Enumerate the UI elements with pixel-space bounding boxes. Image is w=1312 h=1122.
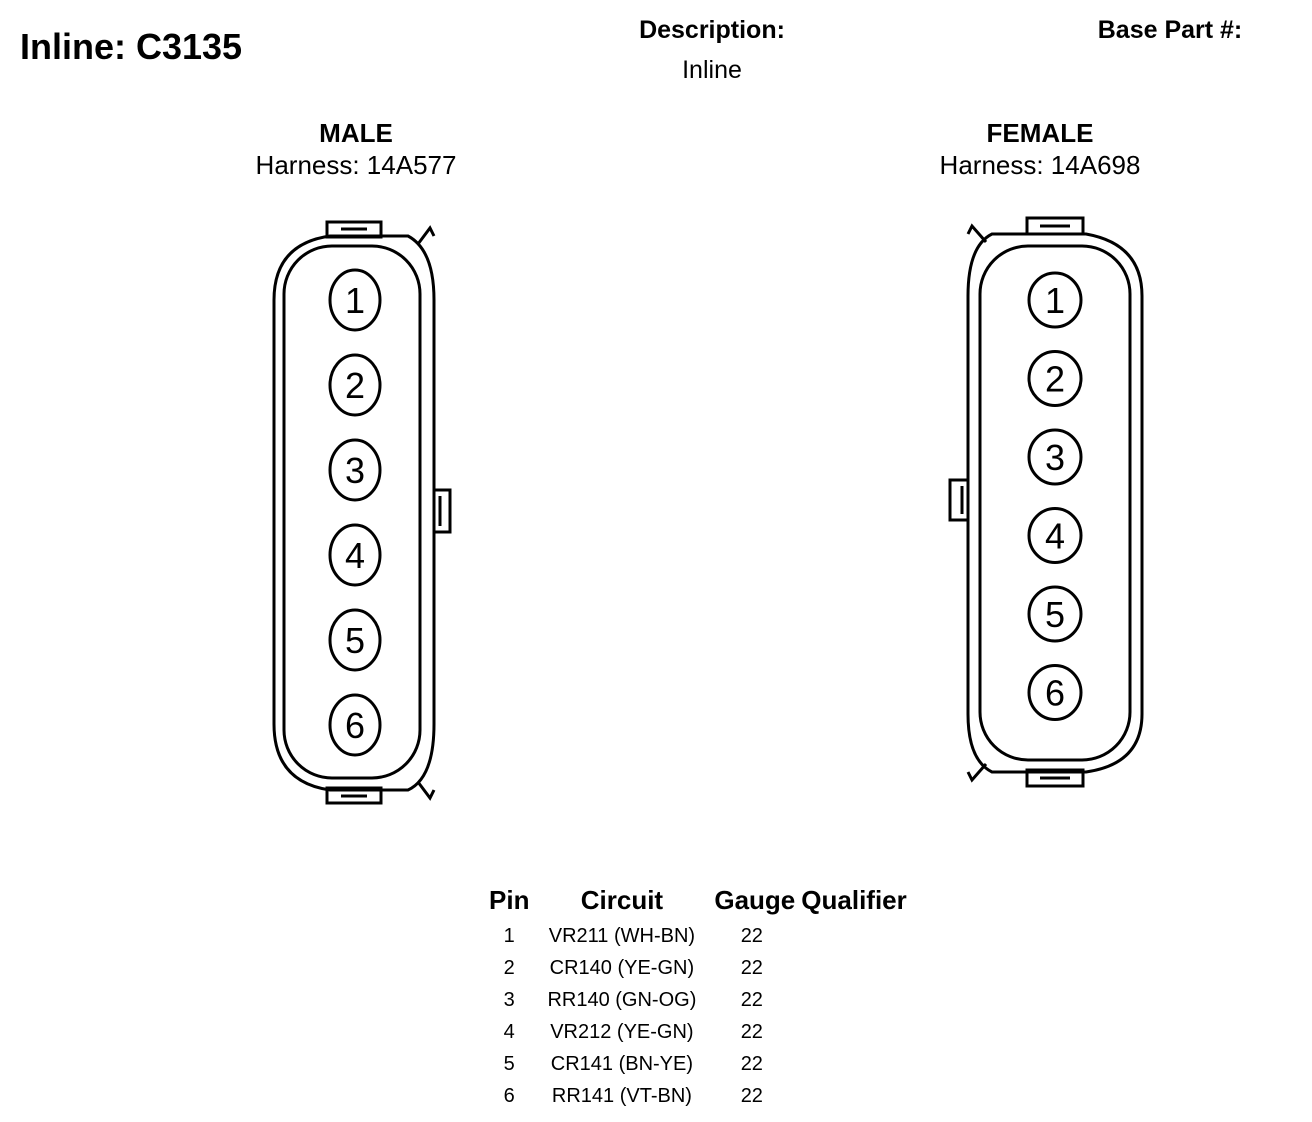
qualifier-cell [798, 922, 915, 954]
gauge-cell: 22 [740, 1085, 763, 1107]
male-pin-5-label: 5 [345, 620, 365, 661]
table-row: 6 RR141 (VT-BN) 22 [480, 1082, 916, 1114]
female-pin-5-label: 5 [1045, 594, 1065, 635]
pin-cell: 1 [503, 925, 515, 947]
pin-cell: 6 [503, 1085, 515, 1107]
header-circuit: Circuit [580, 885, 664, 915]
male-pin-4-circle [328, 523, 382, 587]
table-row: 5 CR141 (BN-YE) 22 [480, 1050, 916, 1082]
female-label: FEMALE [986, 118, 1094, 148]
pin-cell: 3 [503, 989, 515, 1011]
male-label: MALE [319, 118, 393, 148]
female-pin-6-circle [1027, 664, 1083, 721]
description-label: Description: [639, 16, 785, 44]
male-pin-4-label: 4 [345, 535, 365, 576]
gauge-cell: 22 [740, 1053, 763, 1075]
male-bottom-ear [416, 781, 436, 801]
pin-cell: 2 [503, 957, 515, 979]
male-housing-outer [272, 234, 436, 792]
male-pin-2-circle [328, 353, 382, 417]
female-pin-3-circle [1027, 428, 1083, 486]
male-pin-6-circle [328, 693, 382, 757]
description-value: Inline [682, 56, 742, 84]
qualifier-cell [798, 954, 915, 986]
male-pin-1-circle [328, 268, 382, 332]
pin-table: Pin Circuit Gauge Qualifier 1 VR211 (WH-B… [480, 885, 916, 1114]
male-top-ear [416, 225, 436, 245]
base-part-label: Base Part #: [1097, 16, 1243, 44]
connector-title: Inline: C3135 [20, 26, 243, 67]
male-pin-3-circle [328, 438, 382, 502]
female-pin-2-label: 2 [1045, 359, 1065, 400]
circuit-cell: CR140 (YE-GN) [549, 957, 695, 979]
table-row: 4 VR212 (YE-GN) 22 [480, 1018, 916, 1050]
female-housing-inner [978, 244, 1132, 762]
female-top-latch [1025, 216, 1085, 236]
female-pin-1-label: 1 [1045, 280, 1065, 321]
male-top-latch [325, 220, 383, 239]
female-pin-1-circle [1027, 271, 1083, 329]
circuit-cell: VR211 (WH-BN) [548, 925, 696, 947]
circuit-cell: RR141 (VT-BN) [551, 1085, 692, 1107]
gauge-cell: 22 [740, 957, 763, 979]
female-pin-4-circle [1027, 507, 1083, 564]
female-pin-4-label: 4 [1045, 516, 1065, 557]
female-bottom-latch [1025, 768, 1085, 788]
table-row: 1 VR211 (WH-BN) 22 [480, 922, 916, 954]
circuit-cell: CR141 (BN-YE) [550, 1053, 694, 1075]
table-row: 3 RR140 (GN-OG) 22 [480, 986, 916, 1018]
qualifier-cell [798, 1050, 915, 1082]
qualifier-cell [798, 986, 915, 1018]
female-bottom-ear [966, 763, 988, 783]
male-pin-1-label: 1 [345, 280, 365, 321]
circuit-cell: VR212 (YE-GN) [550, 1021, 694, 1043]
female-pin-3-label: 3 [1045, 437, 1065, 478]
header-gauge: Gauge [714, 885, 796, 915]
male-pin-5-circle [328, 608, 382, 672]
female-harness: Harness: 14A698 [939, 150, 1141, 180]
female-housing-outer [966, 232, 1144, 774]
male-side-tab [432, 488, 452, 534]
female-pin-5-circle [1027, 585, 1083, 643]
male-housing-inner [282, 244, 422, 780]
pin-cell: 4 [503, 1021, 515, 1043]
gauge-cell: 22 [740, 989, 763, 1011]
gauge-cell: 22 [740, 1021, 763, 1043]
male-bottom-latch [325, 786, 383, 805]
qualifier-cell [798, 1018, 915, 1050]
circuit-cell: RR140 (GN-OG) [547, 989, 697, 1011]
pin-cell: 5 [503, 1053, 515, 1075]
female-side-tab [948, 478, 970, 522]
header-qualifier: Qualifier [801, 885, 907, 915]
male-harness: Harness: 14A577 [255, 150, 457, 180]
table-row: 2 CR140 (YE-GN) 22 [480, 954, 916, 986]
male-pin-6-label: 6 [345, 705, 365, 746]
qualifier-cell [798, 1082, 915, 1114]
female-pin-6-label: 6 [1045, 673, 1065, 714]
gauge-cell: 22 [740, 925, 763, 947]
pin-table-header: Pin Circuit Gauge Qualifier [480, 885, 916, 922]
female-pin-2-circle [1027, 350, 1083, 407]
female-top-ear [966, 223, 988, 243]
male-pin-3-label: 3 [345, 450, 365, 491]
male-pin-2-label: 2 [345, 365, 365, 406]
header-pin: Pin [489, 885, 530, 915]
